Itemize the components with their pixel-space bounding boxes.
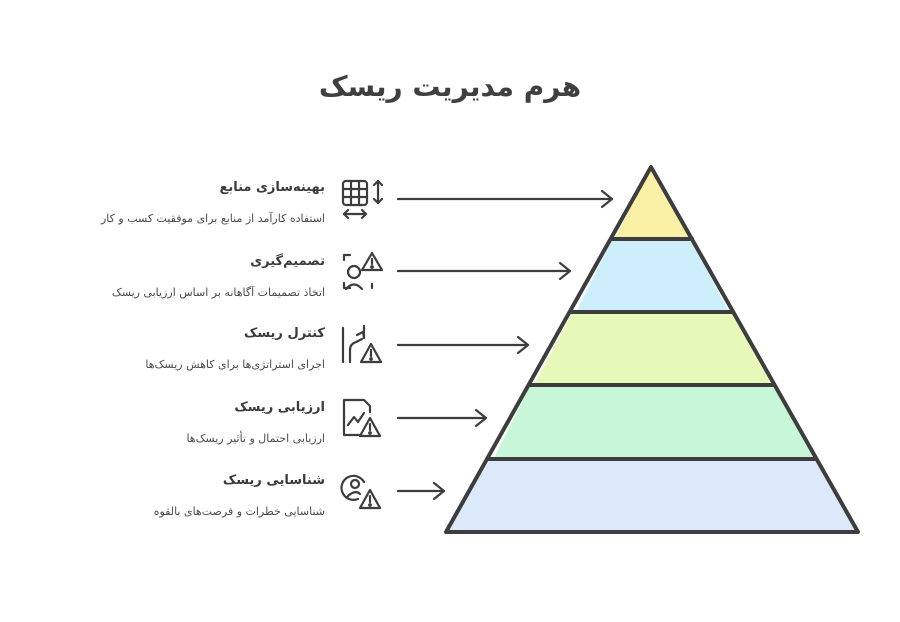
resource-optimization-icon: [341, 179, 384, 220]
level-3-title: کنترل ریسک: [244, 326, 325, 341]
level-4-description: ارزیابی احتمال و تأثیر ریسک‌ها: [186, 432, 325, 445]
level-1-description: استفاده کارآمد از منابع برای موفقیت کسب …: [101, 212, 325, 225]
arrow-level-2: [396, 261, 572, 281]
level-5-title: شناسایی ریسک: [222, 473, 325, 488]
pyramid-level-2-band: [576, 240, 729, 312]
pyramid-level-3-band: [534, 313, 772, 385]
level-5-description: شناسایی خطرات و فرصت‌های بالقوه: [153, 505, 325, 518]
pyramid-level-1-band: [614, 167, 690, 240]
pyramid-level-5-band: [446, 459, 858, 532]
level-4-title: ارزیابی ریسک: [234, 400, 325, 415]
level-3-description: اجرای استراتژی‌ها برای کاهش ریسک‌ها: [145, 358, 325, 371]
page-title: هرم مدیریت ریسک: [318, 70, 582, 103]
level-1-title: بهینه‌سازی منابع: [219, 180, 325, 195]
risk-assessment-icon: [342, 398, 382, 438]
arrow-level-4: [396, 408, 488, 428]
decision-making-icon: [342, 251, 384, 291]
risk-control-icon: [341, 324, 383, 364]
pyramid-level-4-band: [494, 386, 815, 458]
level-2-title: تصمیم‌گیری: [250, 254, 325, 269]
level-2-description: اتخاذ تصمیمات آگاهانه بر اساس ارزیابی ری…: [111, 286, 325, 299]
arrow-level-3: [396, 335, 530, 355]
arrow-level-5: [396, 481, 446, 501]
pyramid-outline: [444, 165, 860, 534]
risk-identification-icon: [340, 474, 382, 510]
arrow-level-1: [396, 189, 614, 209]
